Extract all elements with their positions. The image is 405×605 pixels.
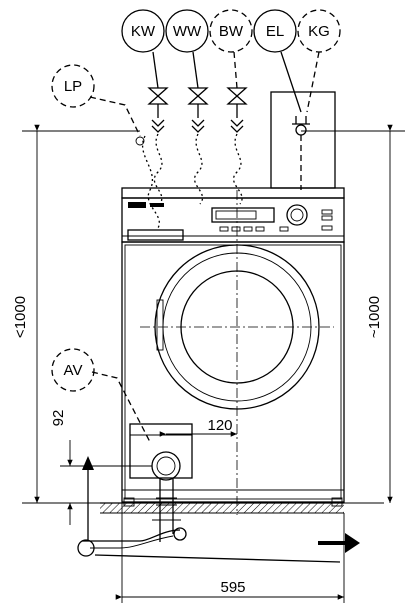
dimension-height-right: ~1000 <box>301 124 405 503</box>
floor <box>55 502 384 514</box>
label-el-text: EL <box>266 23 284 40</box>
dimension-drain-height: 92 <box>50 410 152 525</box>
label-el: EL <box>253 9 297 53</box>
label-ww-text: WW <box>173 23 202 40</box>
label-kg: KG <box>297 9 341 53</box>
label-lp-text: LP <box>64 78 82 95</box>
label-lp: LP <box>51 64 95 108</box>
dim-height-left-text: <1000 <box>12 296 29 338</box>
label-kw: KW <box>121 9 165 53</box>
washing-machine <box>121 187 345 515</box>
label-ww: WW <box>165 9 209 53</box>
dim-drain-height-text: 92 <box>50 410 67 427</box>
dim-drain-width-text: 120 <box>207 417 232 434</box>
drain-height-arrow <box>82 456 94 540</box>
dim-width-text: 595 <box>220 579 245 596</box>
label-av-text: AV <box>64 362 83 379</box>
drain-pipe <box>77 527 360 563</box>
label-kg-text: KG <box>308 23 330 40</box>
label-bw-text: BW <box>219 23 244 40</box>
electrical-box <box>270 51 336 190</box>
dimension-width: 595 <box>115 503 345 603</box>
dimension-height-left: <1000 <box>12 124 140 504</box>
hoses <box>142 133 243 229</box>
dimension-drain-width: 120 <box>159 417 237 437</box>
label-kw-text: KW <box>131 23 156 40</box>
water-valves <box>147 51 248 133</box>
label-bw: BW <box>209 9 253 53</box>
drain-box <box>129 423 193 542</box>
dim-height-right-text: ~1000 <box>366 296 383 338</box>
label-av: AV <box>51 348 95 392</box>
